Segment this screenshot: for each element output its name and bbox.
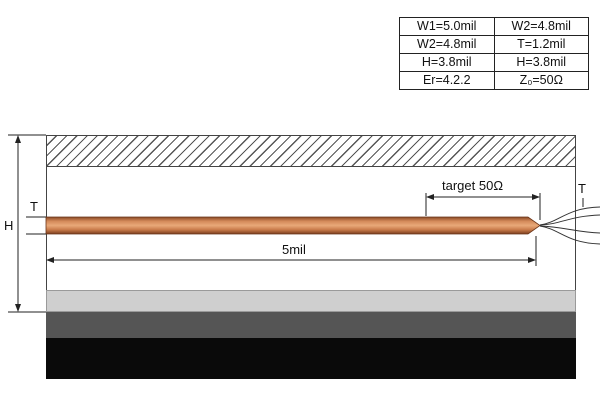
thickness-dimension-left bbox=[26, 216, 46, 235]
light-gray-layer bbox=[46, 290, 576, 312]
length-label: 5mil bbox=[282, 242, 306, 257]
height-dimension bbox=[8, 134, 46, 313]
hatched-reference-plane bbox=[46, 135, 576, 167]
table-row: Er=4.2.2 Z₀=50Ω bbox=[399, 71, 589, 90]
thickness-label-left: T bbox=[30, 199, 38, 214]
target-impedance-label: target 50Ω bbox=[442, 178, 503, 193]
length-dimension bbox=[46, 236, 537, 266]
table-row: H=3.8mil H=3.8mil bbox=[399, 53, 589, 72]
fanout-lines bbox=[539, 206, 600, 245]
param-cell: Er=4.2.2 bbox=[399, 71, 495, 90]
thickness-label-right: T bbox=[578, 181, 586, 196]
copper-trace bbox=[45, 216, 541, 235]
target-dimension bbox=[425, 193, 541, 220]
height-label: H bbox=[4, 218, 13, 233]
black-base-layer bbox=[46, 338, 576, 379]
parameter-table: W1=5.0mil W2=4.8mil W2=4.8mil T=1.2mil H… bbox=[399, 17, 589, 90]
dark-gray-layer bbox=[46, 312, 576, 338]
param-cell: H=3.8mil bbox=[399, 53, 495, 72]
param-cell: Z₀=50Ω bbox=[493, 71, 589, 90]
